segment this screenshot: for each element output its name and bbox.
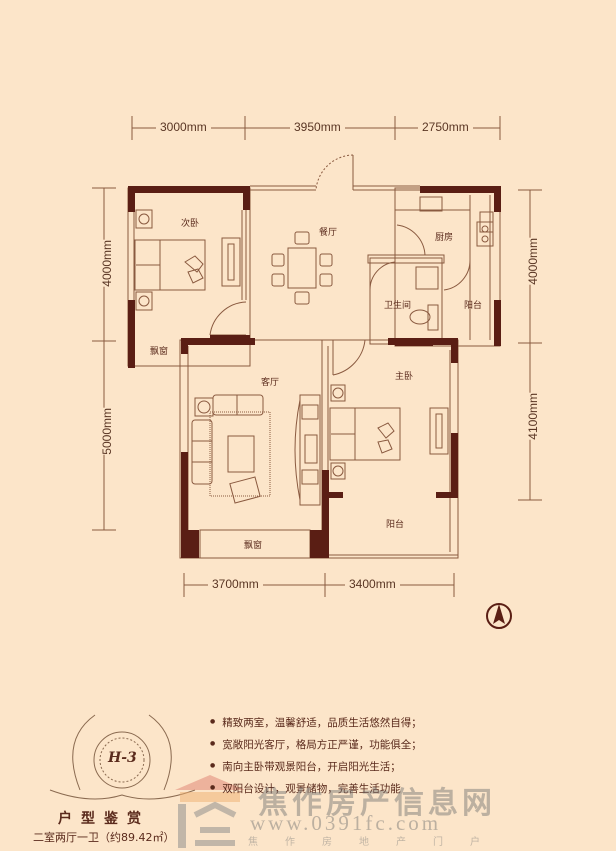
unit-emblem bbox=[49, 714, 196, 800]
feature-item: 南向主卧带观景阳台，开启阳光生活； bbox=[210, 756, 422, 778]
room-master-bedroom: 主卧 bbox=[395, 372, 414, 382]
room-living: 客厅 bbox=[261, 378, 280, 388]
room-bathroom: 卫生间 bbox=[384, 301, 412, 311]
unit-badge: H-3 bbox=[108, 750, 137, 766]
dim-right-2: 4100mm bbox=[522, 393, 544, 440]
dim-left-1: 4000mm bbox=[96, 240, 118, 287]
room-bay-window-living: 飘窗 bbox=[244, 541, 263, 551]
dim-bottom-2: 3400mm bbox=[345, 577, 400, 591]
feature-list: 精致两室，温馨舒适，品质生活悠然自得； 宽敞阳光客厅，格局方正严谨，功能俱全； … bbox=[210, 712, 422, 800]
room-dining: 餐厅 bbox=[319, 228, 338, 238]
dim-right-1: 4000mm bbox=[522, 238, 544, 285]
dim-top-2: 3950mm bbox=[290, 120, 345, 134]
feature-item: 宽敞阳光客厅，格局方正严谨，功能俱全； bbox=[210, 734, 422, 756]
room-kitchen: 厨房 bbox=[435, 233, 454, 243]
page-title: 户型鉴赏 bbox=[58, 811, 150, 827]
room-bay-window-left: 飘窗 bbox=[150, 347, 169, 357]
dim-top-3: 2750mm bbox=[418, 120, 473, 134]
unit-subtitle: 二室两厅一卫（约89.42㎡） bbox=[33, 831, 175, 844]
watermark-tagline: 焦作房地产门户 bbox=[248, 837, 507, 848]
watermark-name: 焦作房产信息网 bbox=[258, 786, 496, 821]
room-kitchen-balcony: 阳台 bbox=[464, 301, 483, 311]
feature-item: 双阳台设计，观景储物，完善生活功能 bbox=[210, 778, 422, 800]
dim-bottom-1: 3700mm bbox=[208, 577, 263, 591]
north-arrow-icon bbox=[486, 603, 512, 629]
room-second-bedroom: 次卧 bbox=[181, 219, 200, 229]
dim-left-2: 5000mm bbox=[96, 408, 118, 455]
room-master-balcony: 阳台 bbox=[386, 520, 405, 530]
feature-item: 精致两室，温馨舒适，品质生活悠然自得； bbox=[210, 712, 422, 734]
watermark-url: www.0391fc.com bbox=[250, 811, 442, 835]
dim-top-1: 3000mm bbox=[156, 120, 211, 134]
